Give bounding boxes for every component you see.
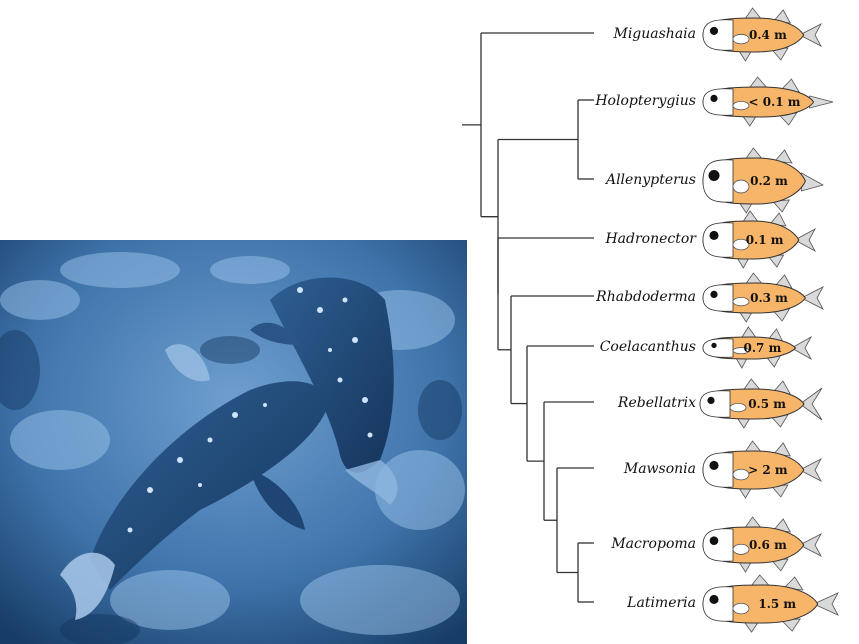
- fish-eye: [707, 396, 715, 404]
- taxon-label-rhabdoderma: Rhabdoderma: [595, 289, 696, 305]
- fish-head: [699, 390, 731, 418]
- coelacanth-photo: [0, 240, 467, 644]
- tail-fin: [800, 286, 824, 310]
- fish-head: [702, 222, 734, 258]
- fish-eye: [710, 94, 718, 102]
- taxon-label-hadronector: Hadronector: [604, 231, 697, 247]
- fish-head: [702, 88, 734, 116]
- size-label-macropoma: 0.6 m: [749, 538, 787, 552]
- fish-hadronector: 0.1 m: [702, 210, 817, 269]
- size-label-mawsonia: > 2 m: [748, 463, 788, 477]
- size-label-coelacanthus: 0.7 m: [744, 341, 782, 355]
- fish-rhabdoderma: 0.3 m: [702, 272, 824, 323]
- taxon-labels: MiguashaiaHolopterygiusAllenypterusHadro…: [594, 26, 697, 611]
- fish-miguashaia: 0.4 m: [702, 7, 822, 62]
- taxon-label-holopterygius: Holopterygius: [594, 93, 696, 109]
- pectoral-fin: [729, 402, 747, 413]
- fish-eye: [709, 536, 719, 545]
- tail-fin: [794, 227, 817, 253]
- fish-head: [702, 528, 734, 562]
- fish-eye: [709, 594, 719, 604]
- tail-fin: [798, 23, 822, 47]
- fish-macropoma: 0.6 m: [702, 516, 822, 573]
- fish-head: [702, 586, 734, 622]
- fish-eye: [709, 230, 719, 240]
- fish-head: [702, 338, 734, 358]
- size-label-hadronector: 0.1 m: [746, 233, 784, 247]
- fish-eye: [709, 26, 719, 35]
- taxon-label-rebellatrix: Rebellatrix: [617, 395, 696, 411]
- photo-scene: [0, 240, 467, 644]
- tail-fin: [798, 458, 822, 482]
- tail-fin: [812, 592, 839, 616]
- taxon-label-coelacanthus: Coelacanthus: [600, 339, 696, 355]
- pectoral-fin: [732, 347, 750, 355]
- taxon-label-miguashaia: Miguashaia: [612, 26, 696, 42]
- fish-eye: [708, 169, 720, 181]
- pectoral-fin: [732, 238, 750, 251]
- size-label-holopterygius: < 0.1 m: [749, 95, 801, 109]
- size-label-miguashaia: 0.4 m: [749, 28, 787, 42]
- pectoral-fin: [732, 602, 750, 615]
- size-label-rebellatrix: 0.5 m: [748, 397, 786, 411]
- fish-latimeria: 1.5 m: [702, 574, 839, 633]
- size-label-allenypterus: 0.2 m: [750, 174, 788, 188]
- tail-fin: [798, 533, 822, 557]
- coelacanth-fish-left: [60, 344, 330, 620]
- coelacanth-fish-right: [250, 277, 398, 505]
- taxon-label-mawsonia: Mawsonia: [623, 461, 696, 477]
- taxon-label-allenypterus: Allenypterus: [604, 172, 696, 188]
- pectoral-fin: [732, 33, 750, 45]
- fish-coelacanthus: 0.7 m: [702, 326, 813, 369]
- pectoral-fin: [732, 468, 750, 481]
- tail-fin: [790, 335, 813, 361]
- fish-head: [702, 159, 734, 203]
- tail-fin: [799, 387, 823, 421]
- size-label-rhabdoderma: 0.3 m: [750, 291, 788, 305]
- fish-head: [702, 19, 734, 51]
- fish-head: [702, 452, 734, 488]
- pectoral-fin: [732, 179, 750, 194]
- fish-eye: [711, 342, 717, 348]
- tree-branches: [462, 32, 594, 603]
- fish-eye: [709, 460, 719, 470]
- fish-rebellatrix: 0.5 m: [699, 378, 823, 429]
- fish-eye: [710, 290, 718, 298]
- fish-mawsonia: > 2 m: [702, 440, 822, 499]
- size-label-latimeria: 1.5 m: [758, 597, 796, 611]
- taxon-label-macropoma: Macropoma: [610, 536, 696, 552]
- pectoral-fin: [732, 296, 750, 307]
- fish-allenypterus: 0.2 m: [702, 147, 825, 214]
- fish-silhouettes: 0.4 m < 0.1 m 0.2 m 0.1 m 0.3 m 0.7 m 0.5 m > 2…: [699, 7, 839, 633]
- fish-holopterygius: < 0.1 m: [702, 76, 834, 127]
- pectoral-fin: [732, 543, 750, 555]
- pectoral-fin: [732, 101, 750, 111]
- taxon-label-latimeria: Latimeria: [626, 595, 696, 611]
- fish-head: [702, 284, 734, 312]
